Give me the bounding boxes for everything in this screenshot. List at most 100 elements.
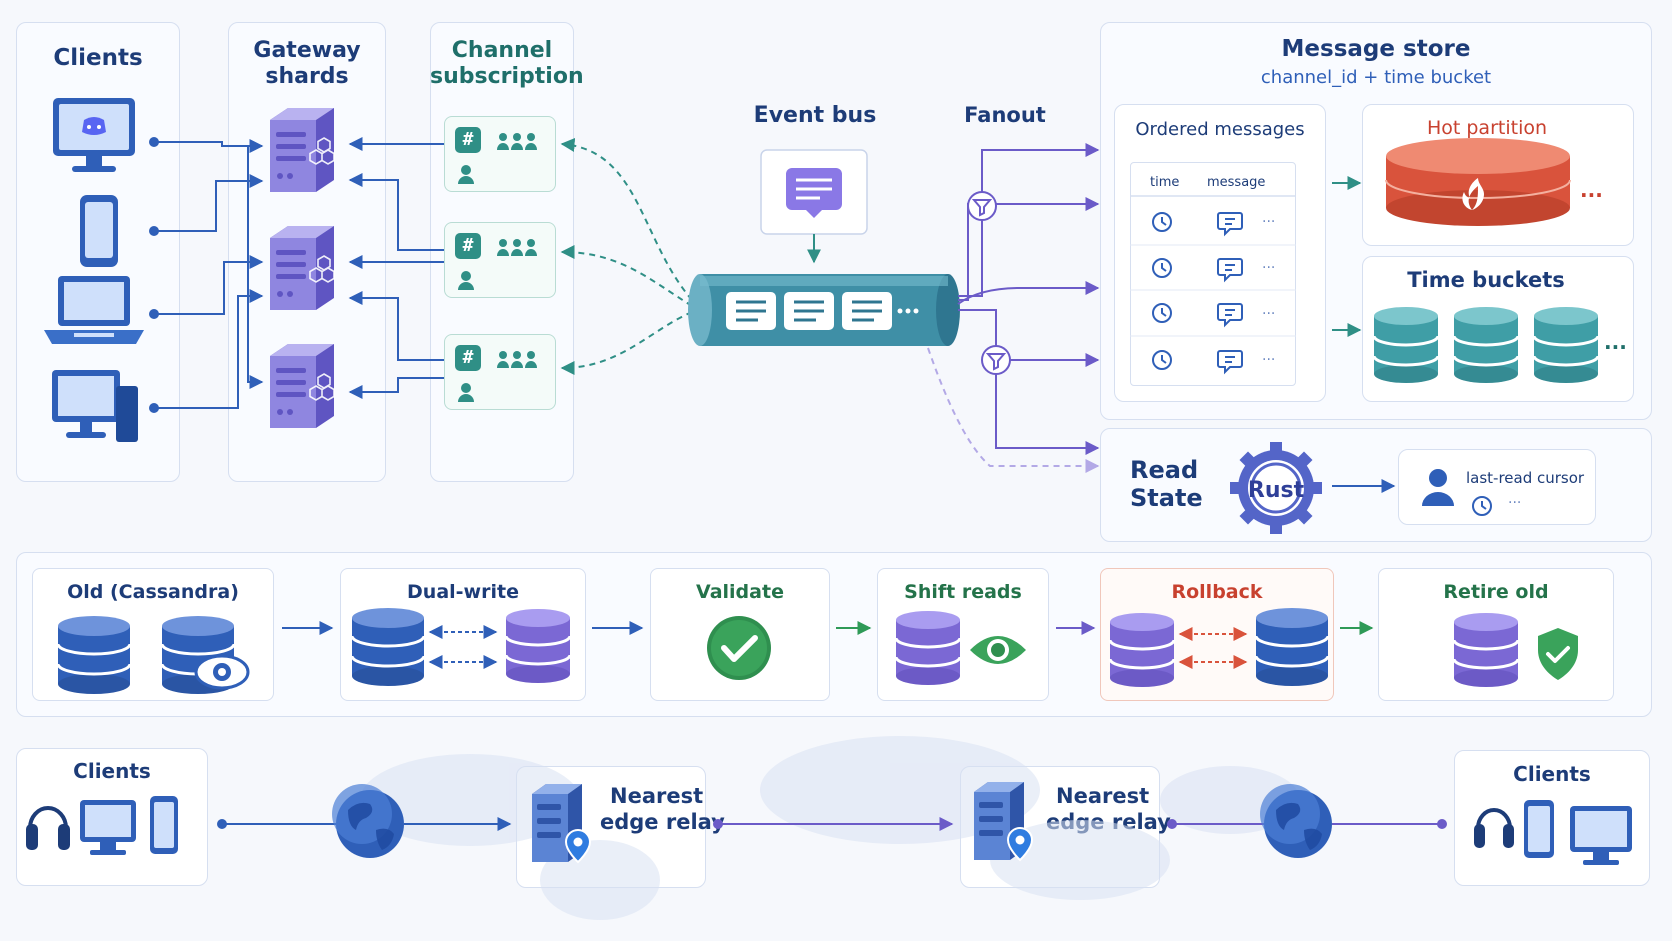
rust-label: Rust: [1248, 478, 1305, 503]
message-icon: [1217, 258, 1243, 281]
time-bucket-database-icon: [1372, 305, 1440, 385]
old-database-icon: [1254, 606, 1330, 688]
group-icon: [497, 133, 537, 150]
column-header-time: time: [1150, 175, 1180, 190]
channel-title-line2: subscription: [430, 64, 584, 89]
message-table-rows: [1130, 195, 1296, 373]
row-ellipsis: ···: [1262, 352, 1276, 368]
gateway-title-line2: shards: [265, 64, 349, 89]
time-bucket-database-icon: [1532, 305, 1600, 385]
rollback-arrows: [1178, 627, 1248, 669]
desktop-computer-icon: [52, 370, 138, 442]
read-state-title-line1: Read: [1130, 456, 1199, 484]
fanout-title: Fanout: [964, 103, 1046, 127]
hashtag-icon: #: [455, 345, 481, 371]
gateway-title-line1: Gateway: [253, 38, 361, 63]
user-icon: [458, 165, 474, 184]
clock-icon: [1152, 303, 1172, 323]
row-ellipsis: ···: [1262, 260, 1276, 276]
stage-title: Dual-write: [407, 581, 519, 603]
old-database-icon: [56, 614, 132, 696]
user-icon: [458, 271, 474, 290]
clients-title: Clients: [53, 45, 143, 71]
monitor-icon: [1570, 806, 1632, 865]
old-database-icon: [350, 606, 426, 688]
edge-clients-right-title: Clients: [1513, 762, 1591, 786]
event-bus-title: Event bus: [753, 103, 877, 128]
stage-title: Validate: [696, 581, 784, 603]
new-database-icon: [1108, 611, 1176, 689]
clock-icon: [1152, 258, 1172, 278]
relay-to-relay-arrow: [713, 817, 954, 831]
time-buckets-title: Time buckets: [1407, 268, 1565, 292]
message-icon: [1217, 350, 1243, 373]
rust-gear-icon: Rust: [1230, 442, 1322, 534]
last-read-cursor-ellipsis: ···: [1508, 495, 1522, 511]
message-icon: [1217, 212, 1243, 235]
edge-left-arrows: [217, 817, 512, 831]
stage-title: Old (Cassandra): [67, 581, 239, 603]
clock-icon: [1152, 212, 1172, 232]
new-database-icon: [504, 607, 572, 685]
stage-title: Shift reads: [904, 581, 1022, 603]
hot-partition-ellipsis: ...: [1580, 178, 1603, 202]
edge-clients-left-title: Clients: [73, 759, 151, 783]
group-icon: [497, 239, 537, 256]
client-gateway-arrows: [149, 137, 264, 413]
edge-relay-left-line1: Nearest: [610, 784, 704, 808]
dual-write-arrows: [428, 625, 498, 669]
clock-icon: [1472, 496, 1492, 516]
eye-icon: [194, 654, 250, 690]
eye-icon: [970, 636, 1026, 664]
producer-message-icon: [760, 149, 868, 235]
laptop-icon: [44, 276, 144, 344]
globe-icon: [1260, 784, 1332, 858]
check-circle-icon: [707, 616, 771, 680]
edge-relay-right-line1: Nearest: [1056, 784, 1150, 808]
edge-relay-left-line2: edge relay: [600, 810, 725, 834]
gateway-shard-server-icon: [269, 225, 335, 311]
column-header-message: message: [1207, 175, 1266, 190]
time-buckets-ellipsis: ...: [1604, 330, 1627, 354]
channel-gateway-arrows: [348, 137, 444, 399]
new-database-icon: [894, 609, 962, 687]
filter-icon: [967, 191, 997, 221]
hot-partition-title: Hot partition: [1426, 117, 1548, 139]
phone-icon: [150, 796, 178, 854]
discord-desktop-icon: [53, 98, 135, 172]
bus-channel-dashed-links: [560, 138, 693, 375]
gateway-shard-server-icon: [269, 343, 335, 429]
time-bucket-database-icon: [1452, 305, 1520, 385]
stage-title: Rollback: [1171, 581, 1263, 603]
row-ellipsis: ···: [1262, 306, 1276, 322]
headset-icon: [26, 806, 70, 850]
clock-icon: [1152, 350, 1172, 370]
phone-icon: [1524, 800, 1554, 858]
message-store-subtitle: channel_id + time bucket: [1260, 67, 1492, 88]
bus-to-read-state-dashed-link: [927, 347, 1100, 473]
event-bus-tube: [688, 274, 960, 346]
channel-title-line1: Channel: [451, 38, 553, 63]
read-state-title-line2: State: [1130, 484, 1203, 512]
message-store-title: Message store: [1281, 36, 1471, 62]
channel-chip-3[interactable]: #: [444, 334, 556, 410]
message-icon: [1217, 303, 1243, 326]
group-icon: [497, 351, 537, 368]
monitor-icon: [80, 800, 136, 855]
ordered-messages-title: Ordered messages: [1135, 119, 1305, 140]
row-ellipsis: ···: [1262, 214, 1276, 230]
hashtag-icon: #: [455, 233, 481, 259]
headset-icon: [1474, 808, 1514, 848]
stage-title: Retire old: [1443, 581, 1549, 603]
user-icon: [458, 383, 474, 402]
last-read-cursor-card: [1398, 449, 1596, 525]
gateway-shard-server-icon: [269, 107, 335, 193]
hot-partition-database-icon: [1385, 138, 1571, 226]
edge-right-arrows: [1167, 819, 1447, 829]
world-map-background: [360, 736, 1300, 920]
filter-icon: [981, 345, 1011, 375]
message-table: [1130, 162, 1296, 386]
shield-check-icon: [1538, 628, 1578, 680]
new-database-icon: [1452, 611, 1520, 689]
